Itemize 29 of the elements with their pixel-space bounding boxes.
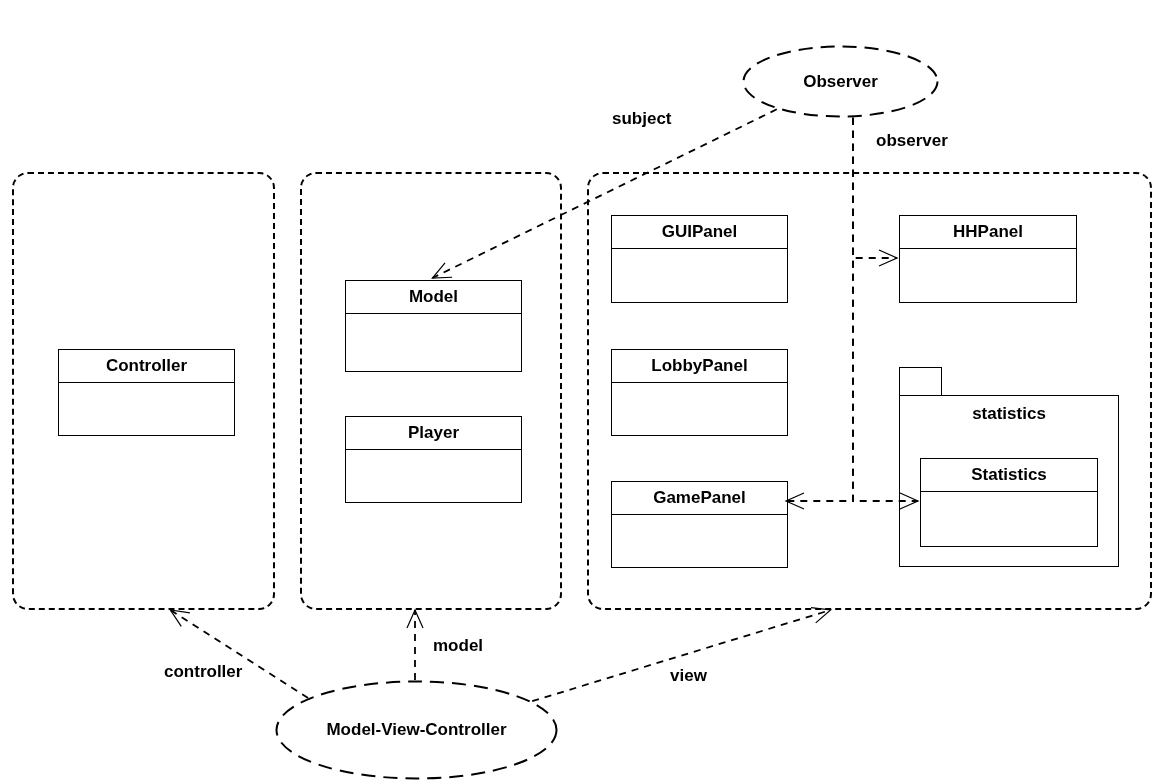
use-case-ellipse xyxy=(742,45,939,118)
class-name: HHPanel xyxy=(953,221,1023,244)
class-box xyxy=(611,481,788,568)
class-box xyxy=(920,458,1098,547)
class-box xyxy=(58,349,235,436)
class-box xyxy=(899,215,1077,303)
dashed-arrow xyxy=(531,607,832,703)
dashed-arrow xyxy=(431,108,778,279)
class-box xyxy=(611,349,788,436)
dashed-group-box xyxy=(12,172,275,610)
class-name: Controller xyxy=(105,355,188,378)
class-name: Statistics xyxy=(971,464,1047,487)
dashed-group-box xyxy=(587,172,1152,610)
dashed-group-box xyxy=(300,172,562,610)
ellipse-label: Observer xyxy=(803,70,878,93)
use-case-ellipse xyxy=(275,680,558,780)
class-name: GUIPanel xyxy=(661,221,738,244)
dashed-arrow xyxy=(406,609,424,681)
class-name: Model xyxy=(408,286,459,309)
class-name: Player xyxy=(407,422,459,445)
class-name: LobbyPanel xyxy=(651,355,748,378)
dashed-arrow xyxy=(169,609,309,699)
class-box xyxy=(345,280,522,372)
class-box xyxy=(611,215,788,303)
dashed-arrow xyxy=(785,116,854,510)
ellipse-label: Model-View-Controller xyxy=(326,719,507,742)
class-box xyxy=(345,416,522,503)
class-name: GamePanel xyxy=(653,487,746,510)
package-name: statistics xyxy=(972,403,1046,425)
